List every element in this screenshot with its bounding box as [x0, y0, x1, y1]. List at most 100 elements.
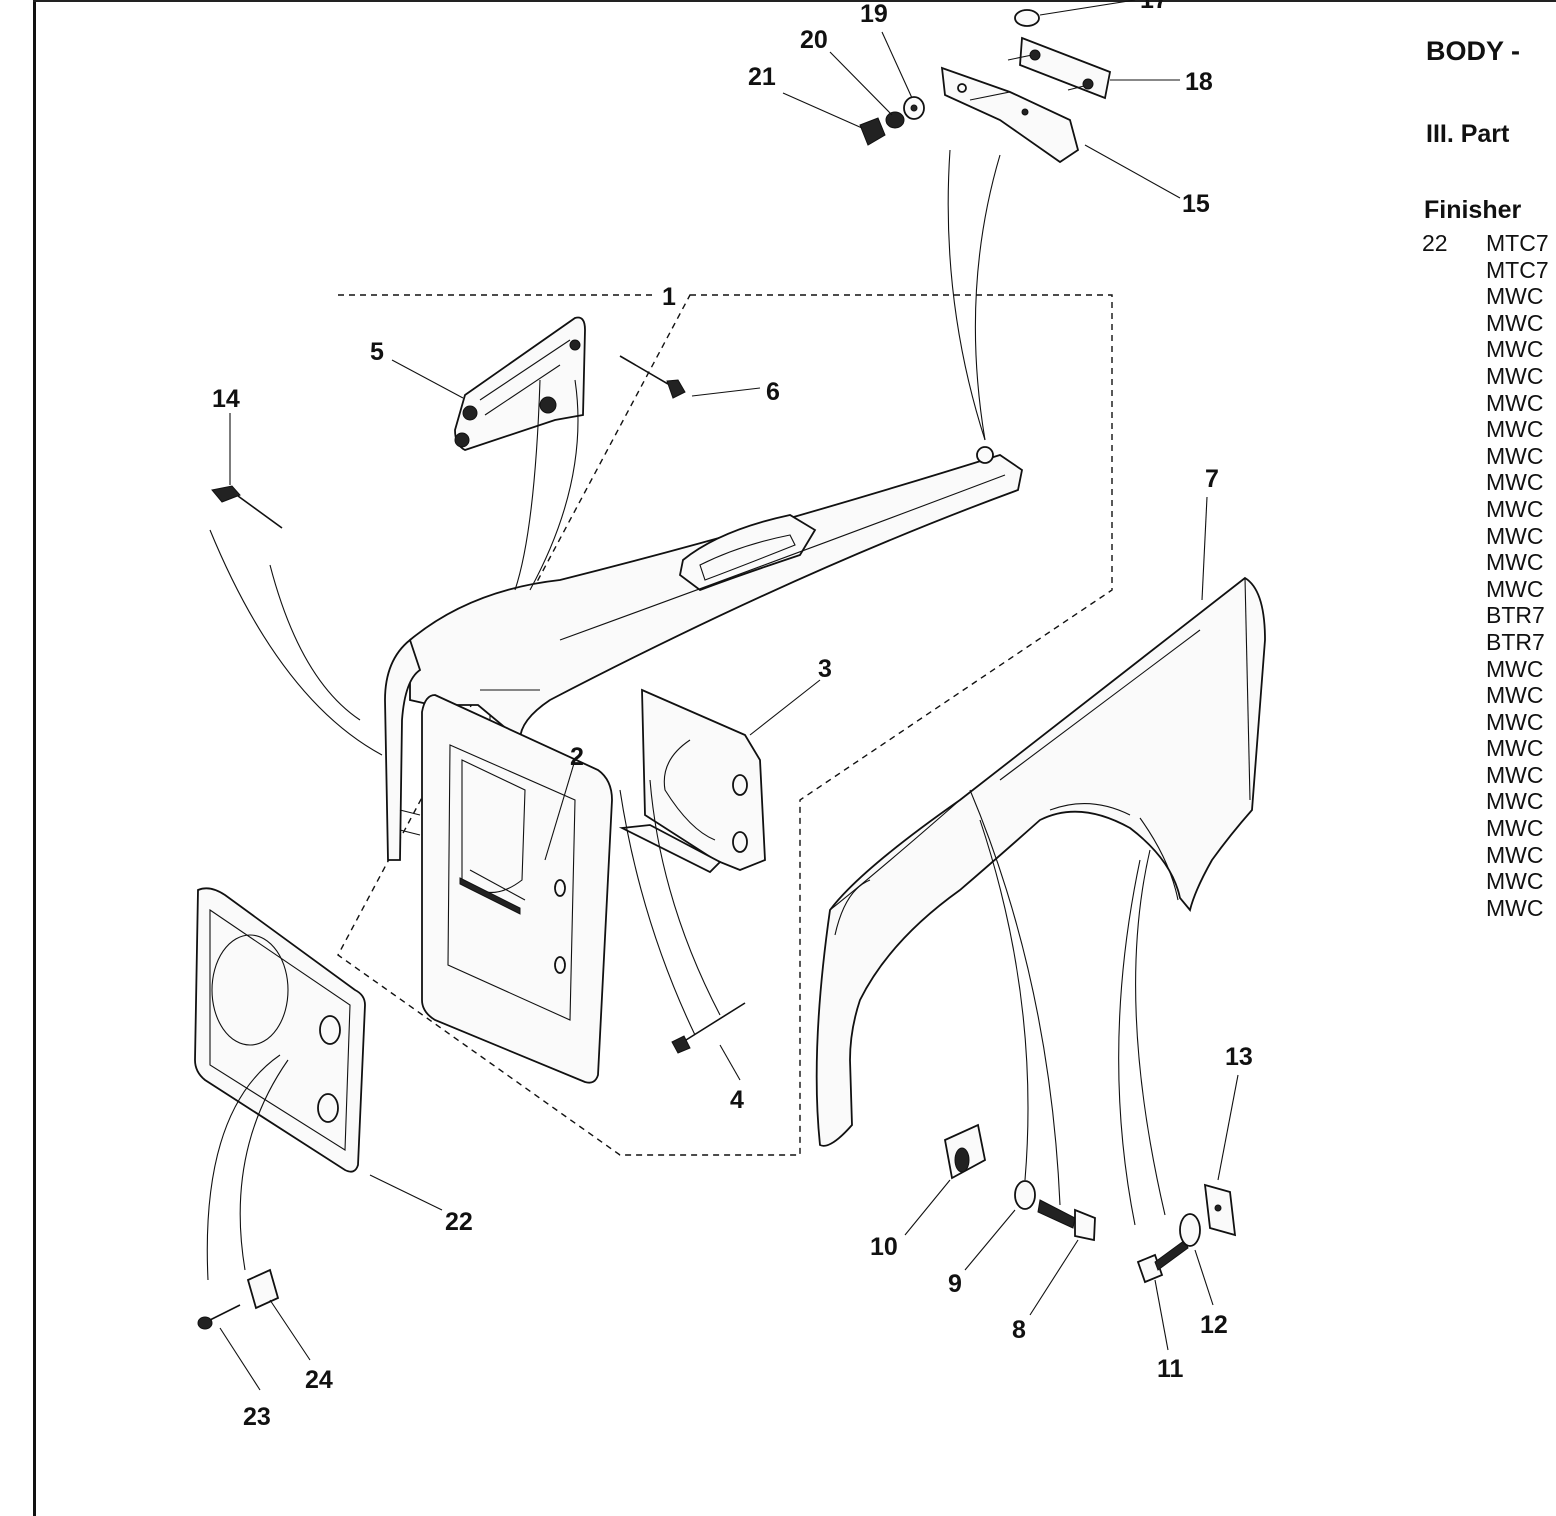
part-row: MWC [1422, 762, 1556, 789]
callout-8: 8 [1012, 1316, 1026, 1344]
part-row: MWC [1422, 868, 1556, 895]
callout-6: 6 [766, 378, 780, 406]
part-row: MWC [1422, 336, 1556, 363]
callout-24: 24 [305, 1366, 333, 1394]
part-number: MWC [1486, 815, 1544, 842]
part-row: BTR7 [1422, 629, 1556, 656]
callout-13: 13 [1225, 1043, 1253, 1071]
part-number: MTC7 [1486, 230, 1549, 256]
leader-lines [219, 0, 1239, 1391]
part-number: MWC [1486, 362, 1544, 389]
callout-9: 9 [948, 1270, 962, 1298]
part-row: MWC [1422, 496, 1556, 523]
callout-4: 4 [730, 1086, 744, 1114]
part-number: MWC [1486, 841, 1544, 868]
part-number: MWC [1486, 575, 1544, 602]
finisher-plate-part-22 [194, 887, 366, 1173]
part-number: MWC [1486, 868, 1544, 895]
callout-11: 11 [1157, 1355, 1184, 1383]
part-ref: 22 [1422, 230, 1448, 256]
subsection-heading: Finisher [1424, 196, 1522, 224]
part-row: MWC [1422, 469, 1556, 496]
part-row: MWC [1422, 895, 1556, 922]
front-fender-part-7 [815, 576, 1266, 1147]
part-row: MWC [1422, 576, 1556, 603]
callout-12: 12 [1200, 1311, 1228, 1339]
callout-23: 23 [243, 1403, 271, 1431]
part-row: MWC [1422, 656, 1556, 683]
callout-22: 22 [445, 1208, 473, 1236]
part-row: MWC [1422, 363, 1556, 390]
callout-2: 2 [570, 743, 584, 771]
reinforcement-plate-part-18 [1007, 36, 1112, 100]
part-row: MWC [1422, 815, 1556, 842]
part-row: MWC [1422, 310, 1556, 337]
part-number: MWC [1486, 708, 1544, 735]
part-number: MWC [1486, 309, 1544, 336]
part-row: MWC [1422, 523, 1556, 550]
screw-clip-parts-23-24 [197, 1268, 280, 1330]
callout-17: 17 [1140, 0, 1168, 14]
part-row: MWC [1422, 788, 1556, 815]
part-row: MTC7 [1422, 257, 1556, 284]
part-number: BTR7 [1486, 628, 1545, 655]
rivet-part-4 [671, 1002, 746, 1054]
part-number: MWC [1486, 894, 1544, 921]
part-row: MWC [1422, 709, 1556, 736]
inner-panel-part-2 [399, 694, 613, 1084]
callout-3: 3 [818, 655, 832, 683]
hinge-plate-part-5 [454, 316, 586, 451]
part-number: MWC [1486, 655, 1544, 682]
callout-10: 10 [870, 1233, 898, 1261]
part-number: MWC [1486, 442, 1544, 469]
part-row: MWC [1422, 443, 1556, 470]
part-number: MWC [1486, 336, 1544, 363]
bolt-washer-parts-8-12 [943, 1123, 1237, 1284]
assembly-guide-curves [206, 149, 1166, 1281]
part-row: MWC [1422, 390, 1556, 417]
bracket-part-3 [618, 688, 766, 874]
part-number: MWC [1486, 682, 1544, 709]
part-number: MWC [1486, 761, 1544, 788]
section-heading: III. Part [1426, 120, 1510, 148]
part-row: MWC [1422, 283, 1556, 310]
part-number: MWC [1486, 416, 1544, 443]
page-border-left [33, 0, 36, 1516]
callout-1: 1 [662, 283, 676, 311]
rivet-part-6 [619, 355, 686, 399]
callout-5: 5 [370, 338, 384, 366]
callout-15: 15 [1182, 190, 1210, 218]
part-number: MWC [1486, 495, 1544, 522]
callout-21: 21 [748, 63, 776, 91]
assembly-1-boundary [337, 294, 1113, 1156]
part-row: MWC [1422, 416, 1556, 443]
rivet-part-14 [211, 485, 283, 529]
part-row: MWC [1422, 842, 1556, 869]
part-number: MWC [1486, 522, 1544, 549]
part-number: MWC [1486, 283, 1544, 310]
part-number: MWC [1486, 788, 1544, 815]
part-row: MWC [1422, 682, 1556, 709]
washer-nut-parts-19-21 [859, 9, 1040, 146]
part-number: MTC7 [1486, 256, 1549, 283]
page-border-top [33, 0, 1556, 2]
callout-20: 20 [800, 26, 828, 54]
part-row: MWC [1422, 735, 1556, 762]
top-bracket-part-15 [940, 66, 1080, 164]
part-row: 22 MTC7 [1422, 230, 1556, 257]
exploded-parts-diagram: 1 2 3 4 5 6 7 8 9 10 11 12 13 14 15 17 1… [194, 0, 1266, 1431]
part-row: BTR7 [1422, 602, 1556, 629]
part-number: MWC [1486, 469, 1544, 496]
callout-7: 7 [1205, 465, 1219, 493]
page-header: BODY - [1426, 36, 1521, 66]
callout-14: 14 [212, 385, 240, 413]
part-row: MWC [1422, 549, 1556, 576]
part-number: BTR7 [1486, 602, 1545, 629]
callout-19: 19 [860, 0, 888, 28]
part-number: MWC [1486, 735, 1544, 762]
part-number: MWC [1486, 549, 1544, 576]
part-number: MWC [1486, 389, 1544, 416]
callout-18: 18 [1185, 68, 1213, 96]
